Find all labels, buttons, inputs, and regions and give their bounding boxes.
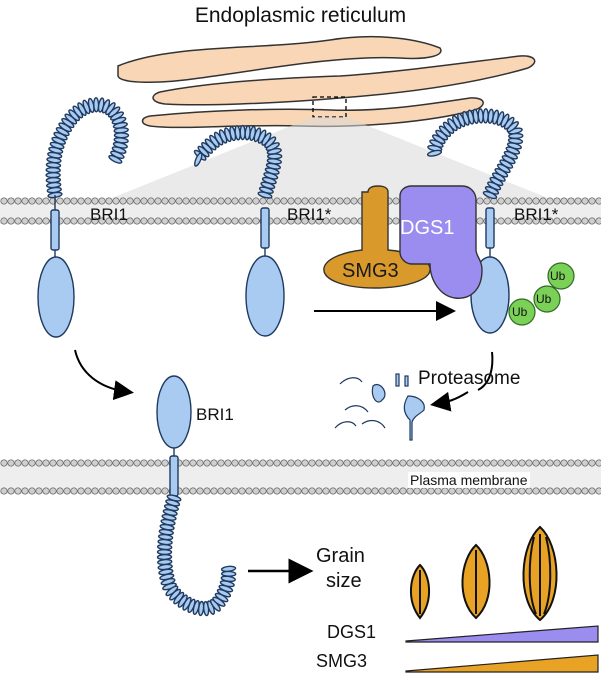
bri1-star-receptor-er [193,124,285,337]
diagram-title: Endoplasmic reticulum [194,4,407,27]
grain-size-label-line2: size [326,570,362,592]
coil-segment [220,565,237,573]
zoom-wedge [112,117,548,198]
plasma-membrane-label: Plasma membrane [408,472,530,488]
grains [410,525,558,622]
dgs1-legend-label: DGS1 [327,622,377,642]
bri1-receptor-er [37,97,130,338]
coil-segment [45,166,61,174]
coil-segment [156,548,173,556]
grain-size-label-line1: Grain [316,545,365,567]
coil-segment [194,152,203,167]
ub-label-2: Ub [536,292,552,306]
arrow-to-proteasome [430,391,469,412]
coil-segment [482,108,489,124]
dgs1-label: DGS1 [400,217,455,239]
ub-label-3: Ub [512,305,528,319]
dgs1-gradient-bar [405,625,599,643]
arrow-to-proteasome-top [477,351,494,391]
smg3-gradient-bar [405,654,599,673]
coil-segment [426,149,443,157]
coil-segment [239,124,246,141]
bri1-star-label-right: BRI1* [514,205,559,224]
coil-segment [45,172,61,179]
bri1-star-receptor-degraded [426,108,524,334]
bri1-receptor-plasma [156,375,237,617]
bri1-star-label-middle: BRI1* [287,205,332,224]
degraded-fragments [334,373,425,441]
bri1-label-er: BRI1 [90,205,128,224]
ubiquitin-chain [508,262,575,326]
smg3-legend-label: SMG3 [316,651,368,671]
zoom-box [312,96,347,118]
coil-segment [113,132,130,139]
er-membrane [0,197,601,225]
dgs1-protein [399,185,483,299]
proteasome-label: Proteasome [418,368,521,389]
bri1-label-plasma: BRI1 [196,405,234,424]
arrow-to-plasma-membrane [74,349,134,401]
coil-segment [156,553,173,561]
smg3-label: SMG3 [342,260,399,282]
coil-segment [108,154,123,164]
ub-label-1: Ub [550,269,566,283]
coil-segment [221,570,237,577]
